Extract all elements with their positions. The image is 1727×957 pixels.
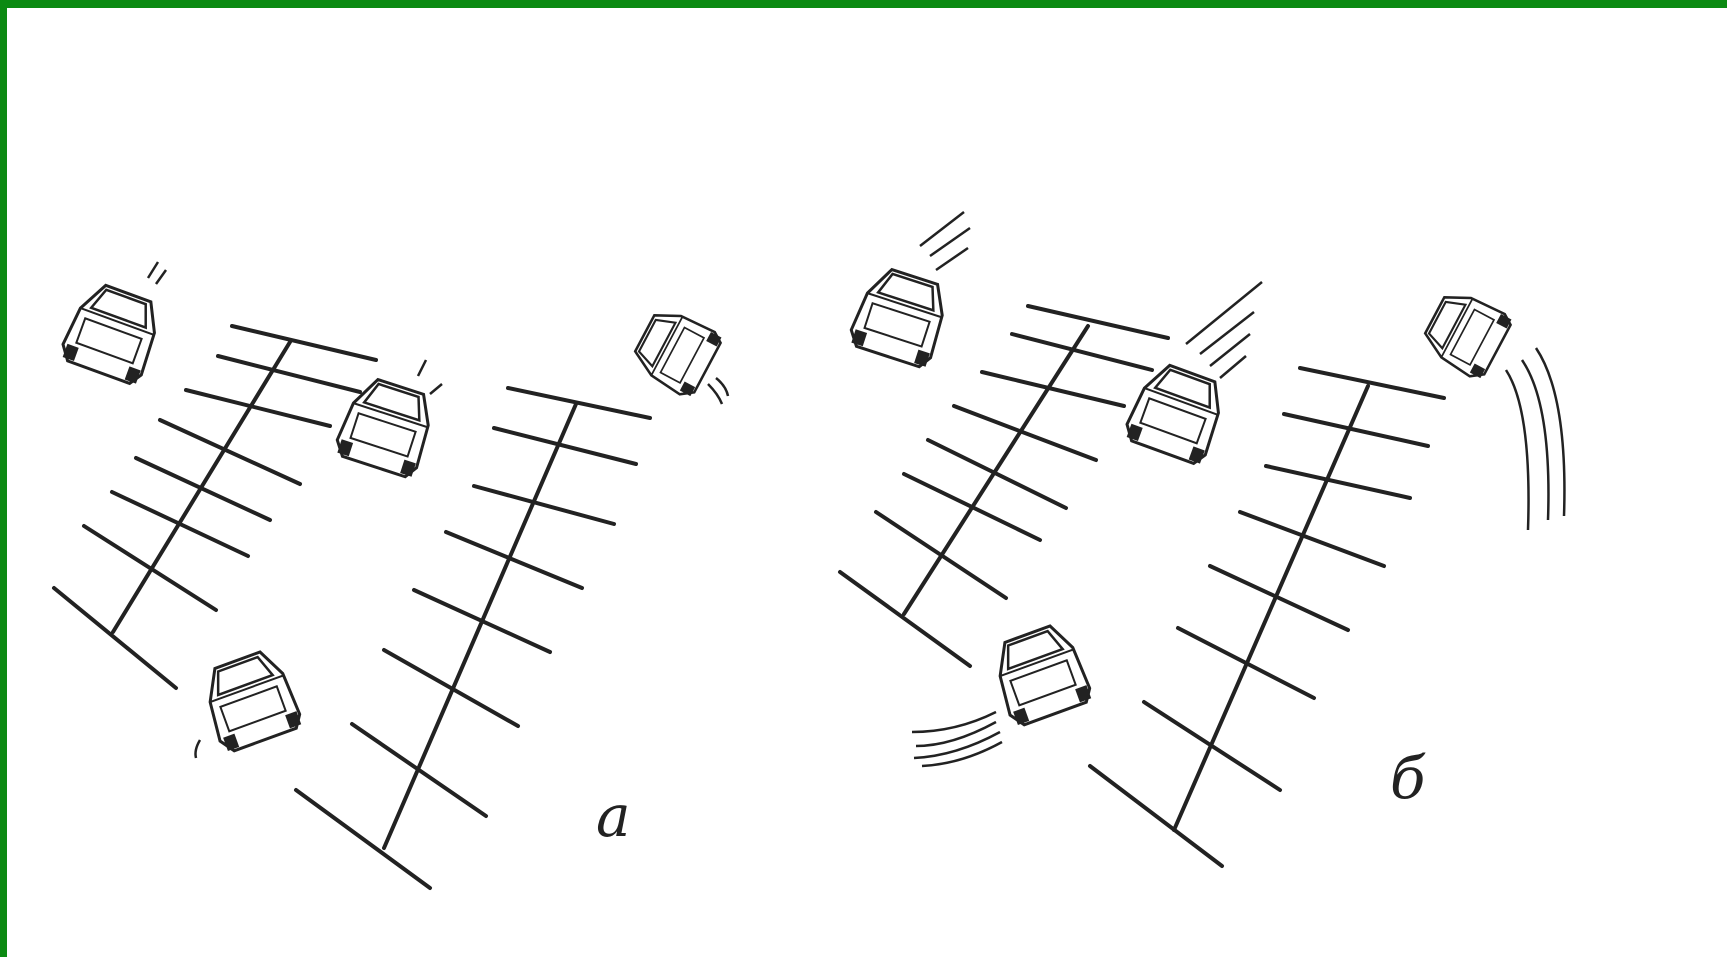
motion-lines-icon [1506,348,1564,530]
car-icon [847,263,953,369]
panel-label-b: б [1390,744,1426,812]
car-icon [196,647,304,755]
panel-label-a: a [596,782,631,850]
car-icon [1417,285,1514,382]
motion-lines-icon [920,212,970,270]
motion-lines-icon [708,378,728,404]
car-icon [1122,359,1230,467]
car-icon [986,621,1094,729]
panel-b: б [840,212,1564,866]
panel-a: a [54,262,728,888]
motion-lines-icon [912,712,1002,766]
parking-row-left [840,306,1168,666]
motion-lines-icon [196,740,201,758]
motion-lines-icon [1186,282,1262,378]
motion-lines-icon [148,262,166,284]
parking-row-left [54,326,376,688]
motion-lines-icon [418,360,442,394]
car-icon [58,279,166,387]
